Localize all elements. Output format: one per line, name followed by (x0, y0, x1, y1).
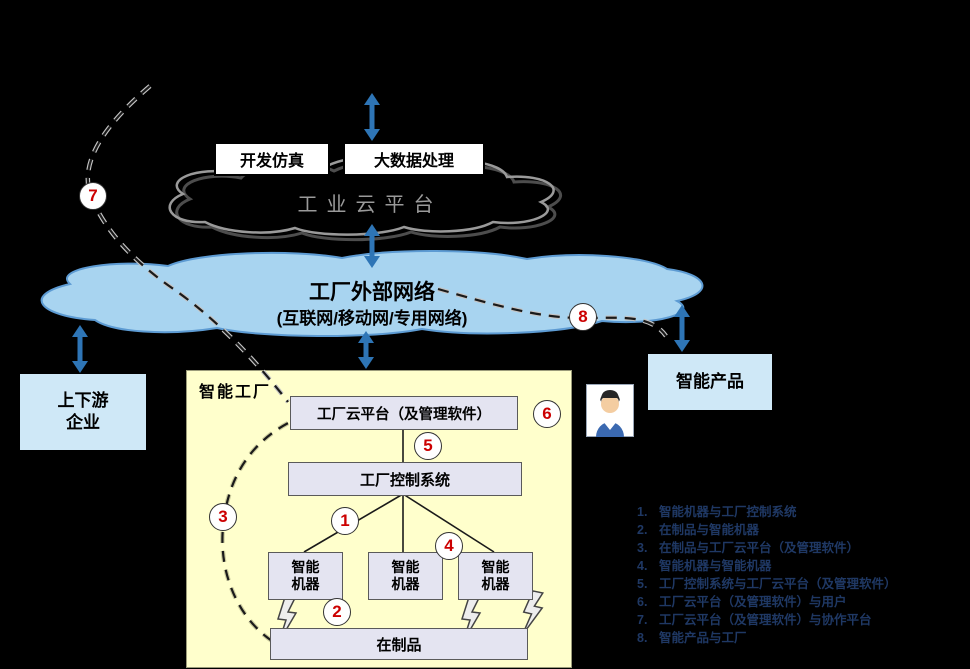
connection-legend: 1. 智能机器与工厂控制系统 2. 在制品与智能机器 3. 在制品与工厂云平台（… (637, 503, 965, 647)
factory-control-system-box: 工厂控制系统 (288, 462, 522, 496)
external-network-subtitle: (互联网/移动网/专用网络) (276, 309, 468, 328)
lightning-bolt-icon (461, 596, 482, 643)
external-network-title: 工厂外部网络 (309, 281, 435, 304)
marker-7: 7 (79, 182, 107, 210)
big-data-box: 大数据处理 (343, 142, 485, 176)
legend-item: 7. 工厂云平台（及管理软件）与协作平台 (637, 611, 965, 629)
smart-product-label: 智能产品 (676, 371, 744, 391)
legend-item-number: 8. (637, 631, 648, 645)
marker-3: 3 (209, 503, 237, 531)
machine-label-line2: 机器 (291, 576, 320, 592)
smart-factory-label: 智能工厂 (199, 384, 272, 401)
legend-item-text: 工厂云平台（及管理软件）与用户 (659, 595, 847, 609)
legend-item-number: 7. (637, 613, 648, 627)
marker-2: 2 (323, 598, 351, 626)
legend-item: 2. 在制品与智能机器 (637, 521, 965, 539)
arrow-network-factory (358, 331, 374, 369)
legend-item-text: 智能机器与智能机器 (659, 559, 772, 573)
arrow-network-product (674, 305, 690, 352)
legend-item: 3. 在制品与工厂云平台（及管理软件） (637, 539, 965, 557)
legend-item-number: 4. (637, 559, 648, 573)
legend-item-text: 工厂控制系统与工厂云平台（及管理软件） (659, 577, 897, 591)
legend-item: 6. 工厂云平台（及管理软件）与用户 (637, 593, 965, 611)
legend-item-text: 智能产品与工厂 (659, 631, 747, 645)
lightning-bolt-icon (521, 590, 545, 636)
smart-product-box: 智能产品 (648, 354, 772, 410)
marker-1: 1 (331, 507, 359, 535)
marker-5: 5 (414, 432, 442, 460)
marker-6: 6 (533, 400, 561, 428)
dashed-link-collaboration-platform (85, 84, 290, 404)
factory-cloud-platform-box: 工厂云平台（及管理软件） (290, 396, 518, 430)
machine-label-line2: 机器 (391, 576, 420, 592)
partners-line1: 上下游 (57, 390, 109, 410)
machine-label-line2: 机器 (481, 576, 510, 592)
legend-item-text: 智能机器与工厂控制系统 (659, 505, 797, 519)
machine-label-line1: 智能 (481, 559, 510, 576)
marker-4: 4 (435, 532, 463, 560)
legend-item: 8. 智能产品与工厂 (637, 629, 965, 647)
industrial-cloud-label: 工业云平台 (297, 194, 443, 216)
legend-item-number: 2. (637, 523, 648, 537)
arrow-cloud-top (364, 93, 380, 141)
legend-item-number: 1. (637, 505, 648, 519)
user-icon (586, 384, 634, 437)
smart-machine-box-2: 智能 机器 (368, 552, 443, 600)
wip-box: 在制品 (270, 628, 528, 660)
machine-label-line1: 智能 (391, 559, 420, 576)
legend-item-number: 3. (637, 541, 648, 555)
partners-box: 上下游 企业 (20, 374, 146, 450)
legend-item-text: 在制品与智能机器 (659, 523, 760, 537)
legend-item: 4. 智能机器与智能机器 (637, 557, 965, 575)
partners-line2: 企业 (66, 413, 100, 432)
smart-machine-box-1: 智能 机器 (268, 552, 343, 600)
legend-item-number: 5. (637, 577, 648, 591)
legend-item-text: 在制品与工厂云平台（及管理软件） (659, 541, 860, 555)
legend-item-number: 6. (637, 595, 648, 609)
marker-8: 8 (569, 303, 597, 331)
legend-item: 1. 智能机器与工厂控制系统 (637, 503, 965, 521)
arrow-network-partners (72, 325, 88, 373)
smart-machine-box-3: 智能 机器 (458, 552, 533, 600)
legend-item: 5. 工厂控制系统与工厂云平台（及管理软件） (637, 575, 965, 593)
dev-simulation-box: 开发仿真 (214, 142, 330, 176)
legend-item-text: 工厂云平台（及管理软件）与协作平台 (659, 613, 872, 627)
arrow-cloud-network (364, 224, 380, 268)
lightning-bolt-icon (277, 596, 298, 643)
machine-label-line1: 智能 (291, 559, 320, 576)
